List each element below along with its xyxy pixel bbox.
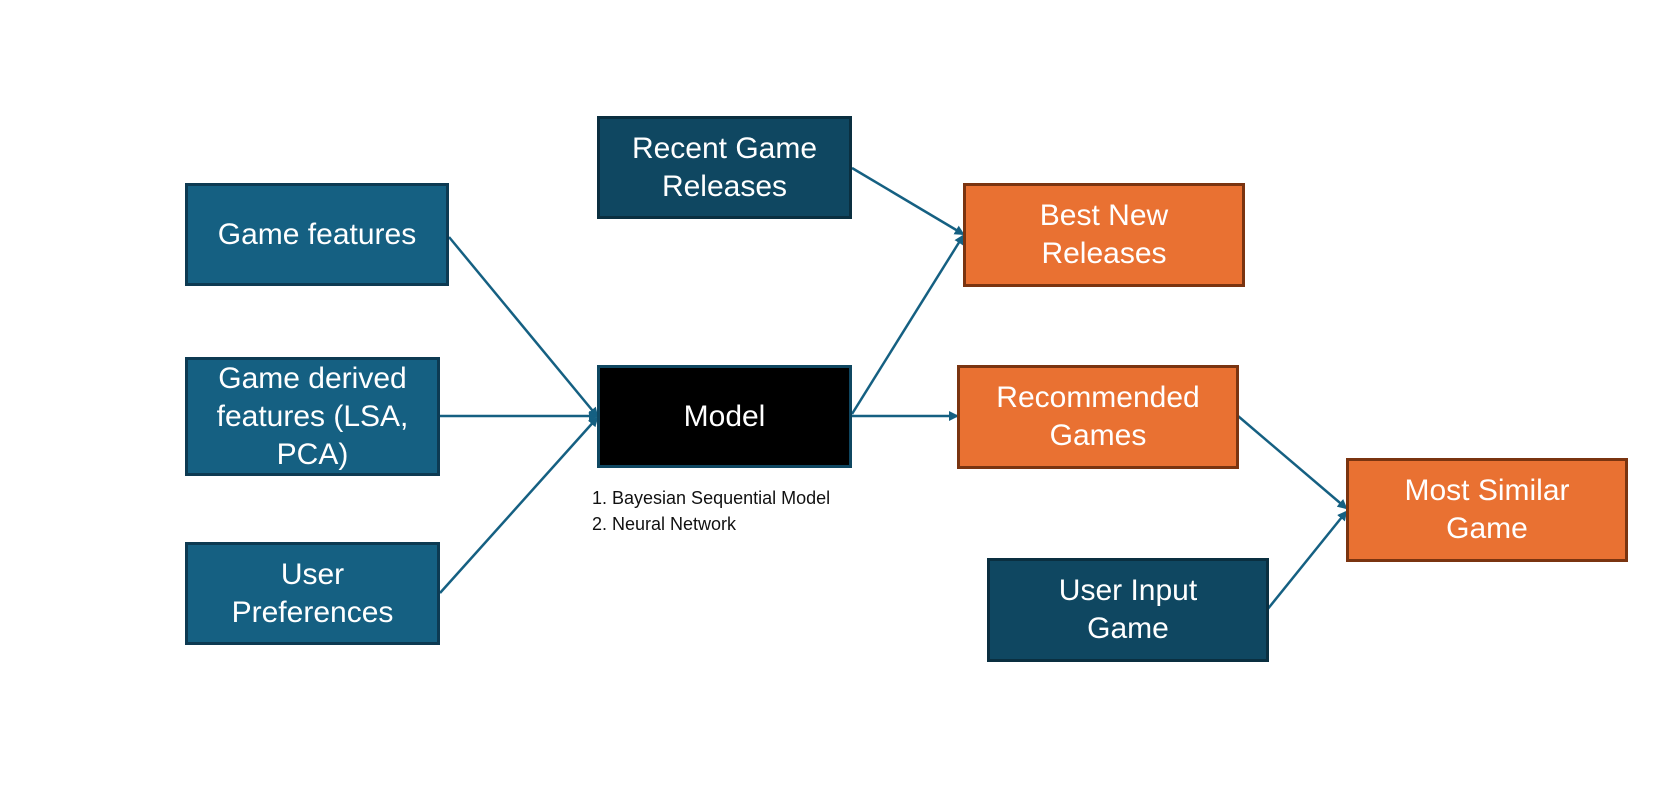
game-features-box: Game features [185,183,449,286]
model-note-2: 2. Neural Network [592,514,737,534]
model-note-1: 1. Bayesian Sequential Model [592,488,831,508]
arrow-preferences-to-model [439,416,599,594]
model-box: Model [597,365,852,468]
arrow-model-to-best [850,234,965,415]
arrow-input-to-similar [1266,510,1348,611]
best-new-releases-box: Best New Releases [963,183,1245,287]
recommended-games-box: Recommended Games [957,365,1239,469]
model-notes-list: 1. Bayesian Sequential Model 2. Neural N… [592,485,830,537]
arrow-recommended-to-similar [1237,415,1348,510]
arrow-recent-to-best [851,166,965,236]
arrow-game-features-to-model [448,236,599,418]
user-preferences-box: User Preferences [185,542,440,645]
game-derived-features-box: Game derived features (LSA, PCA) [185,357,440,476]
user-input-game-box: User Input Game [987,558,1269,662]
recent-game-releases-box: Recent Game Releases [597,116,852,219]
most-similar-game-box: Most Similar Game [1346,458,1628,562]
